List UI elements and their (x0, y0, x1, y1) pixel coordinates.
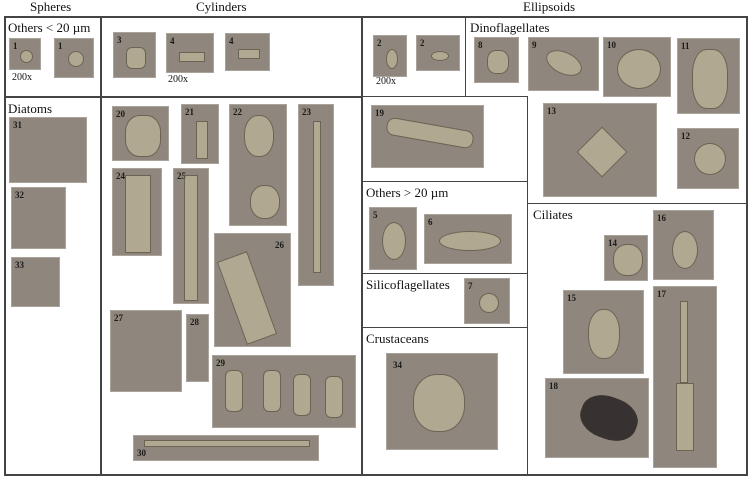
specimen-image: 16 (653, 210, 714, 280)
divider-h-silico (362, 273, 528, 274)
specimen-image: 2 (373, 35, 407, 77)
specimen-image: 28 (186, 314, 209, 382)
specimen-image: 23 (298, 104, 334, 286)
specimen-image: 12 (677, 128, 739, 189)
specimen-image: 32 (11, 187, 66, 249)
label-others-large: Others > 20 µm (366, 185, 449, 200)
magnification-label: 200x (376, 76, 396, 87)
divider-v-cylinders (361, 16, 363, 476)
specimen-image: 22 (229, 104, 287, 226)
divider-h-top-mid (362, 96, 528, 97)
label-ciliates: Ciliates (533, 207, 573, 222)
border-bottom (4, 474, 748, 476)
specimen-image: 21 (181, 104, 219, 164)
specimen-image: 7 (464, 278, 510, 324)
specimen-image: 13 (543, 103, 657, 197)
specimen-image: 14 (604, 235, 648, 281)
specimen-image: 26 (214, 233, 291, 347)
specimen-image: 25 (173, 168, 209, 304)
specimen-image: 4 (166, 33, 214, 73)
specimen-image: 5 (369, 207, 417, 270)
border-right (746, 16, 748, 476)
label-diatoms: Diatoms (8, 101, 53, 116)
specimen-image: 15 (563, 290, 644, 374)
specimen-image: 19 (371, 105, 484, 168)
divider-v-spheres (100, 16, 102, 476)
header-cylinders: Cylinders (196, 0, 247, 14)
divider-v-dino-top (465, 16, 466, 96)
specimen-image: 18 (545, 378, 649, 458)
specimen-image: 33 (11, 257, 60, 307)
specimen-image: 17 (653, 286, 717, 468)
specimen-image: 27 (110, 310, 182, 392)
specimen-image: 3 (113, 32, 156, 78)
specimen-image: 34 (386, 353, 498, 450)
header-ellipsoids: Ellipsoids (523, 0, 576, 14)
specimen-image: 20 (112, 106, 169, 161)
specimen-image: 31 (9, 117, 87, 183)
specimen-image: 10 (603, 37, 671, 97)
specimen-image: 29 (212, 355, 356, 428)
header-spheres: Spheres (30, 0, 72, 14)
divider-h-ciliates (528, 203, 748, 204)
specimen-image: 9 (528, 37, 599, 91)
specimen-image: 4 (225, 33, 270, 71)
border-left (4, 16, 6, 476)
label-dinoflagellates: Dinoflagellates (470, 20, 550, 35)
specimen-image: 8 (474, 37, 519, 83)
divider-h-top-left (4, 96, 362, 98)
label-others-small: Others < 20 µm (8, 20, 91, 35)
specimen-image: 1 (54, 38, 94, 78)
specimen-image: 30 (133, 435, 319, 461)
divider-v-ellipsoids (527, 96, 528, 476)
specimen-image: 1 (9, 38, 41, 70)
border-top (4, 16, 748, 18)
specimen-image: 2 (416, 35, 460, 71)
specimen-image: 6 (424, 214, 512, 264)
magnification-label: 200x (168, 74, 188, 85)
magnification-label: 200x (12, 72, 32, 83)
label-crustaceans: Crustaceans (366, 331, 429, 346)
label-silicoflagellates: Silicoflagellates (366, 277, 450, 292)
specimen-image: 11 (677, 38, 740, 114)
specimen-image: 24 (112, 168, 162, 256)
divider-h-others-large (362, 181, 528, 182)
divider-h-crust (362, 327, 528, 328)
